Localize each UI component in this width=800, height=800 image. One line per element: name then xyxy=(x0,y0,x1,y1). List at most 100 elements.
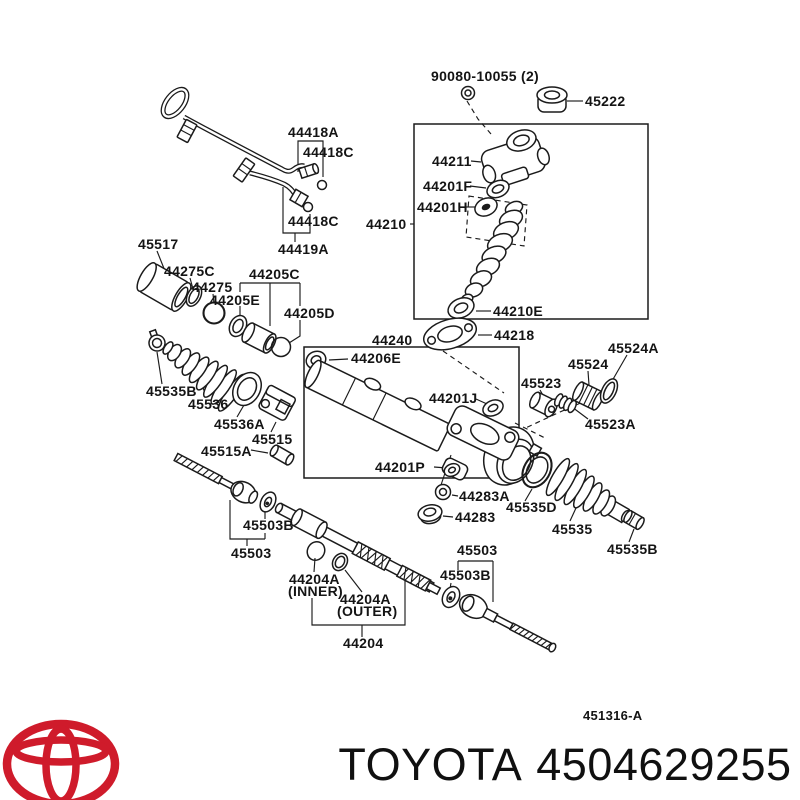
part-label: 44418A xyxy=(288,124,339,140)
return-tube-drawing xyxy=(232,157,314,213)
part-label: 45535B xyxy=(146,383,197,399)
part-label: 45503B xyxy=(243,517,294,533)
part-label: 44418C xyxy=(303,144,354,160)
part-label: 44419A xyxy=(278,241,329,257)
rack-guide-block-icon xyxy=(258,384,297,421)
part-label: 44206E xyxy=(351,350,401,366)
part-label: 45536 xyxy=(188,396,228,412)
part-label: 90080-10055 (2) xyxy=(431,68,539,84)
pinion-tower-drawing xyxy=(441,405,536,486)
part-label: 45523 xyxy=(521,375,561,391)
pressure-feed-tube-drawing xyxy=(160,86,328,191)
part-label: 44275C xyxy=(164,263,215,279)
part-label: 44205D xyxy=(284,305,335,321)
pinion-nut-drawing xyxy=(434,483,452,501)
part-label: 44210E xyxy=(493,303,543,319)
part-label: 44211 xyxy=(432,153,472,169)
spring-cap-cluster-drawing xyxy=(528,378,619,418)
part-label: 45524 xyxy=(568,356,608,372)
brand-part-number-text: TOYOTA 4504629255 xyxy=(338,739,791,790)
part-label: 45503 xyxy=(231,545,271,561)
diagram-code: 451316-A xyxy=(583,708,643,723)
tube-end-fitting-icon xyxy=(288,188,310,208)
part-label: 44205E xyxy=(210,292,260,308)
part-label: 45515 xyxy=(252,431,292,447)
part-labels-layer: 90080-10055 (2) 45222 44211 44201F 44201H 442… xyxy=(138,68,659,651)
valve-bearing-icon xyxy=(474,197,498,217)
tube-oring-icon xyxy=(302,201,314,213)
part-label: 44201F xyxy=(423,178,472,194)
rack-housing-drawing xyxy=(304,350,536,486)
part-label: 44210 xyxy=(366,216,406,232)
valve-oil-seal-icon xyxy=(447,296,475,320)
part-label: 45222 xyxy=(585,93,625,109)
part-label: 44418C xyxy=(288,213,339,229)
rack-bar-drawing xyxy=(274,502,442,596)
guide-spring-icon xyxy=(553,393,577,414)
part-label: 44240 xyxy=(372,332,412,348)
part-label: 45535 xyxy=(552,521,592,537)
seal-ring-icon xyxy=(185,285,203,307)
oring-inner-drawing xyxy=(306,540,326,562)
left-tie-rod-drawing xyxy=(173,452,259,504)
part-label: 45503B xyxy=(440,567,491,583)
rack-housing-outline-box xyxy=(303,346,520,479)
tube-fitting-icon xyxy=(232,157,256,183)
part-number: 4504629255 xyxy=(536,739,791,790)
right-boot-group-drawing xyxy=(521,442,645,531)
part-label: 44205C xyxy=(249,266,300,282)
seal-parts-row-drawing xyxy=(136,262,292,358)
valve-seal-ring-icon xyxy=(486,179,510,199)
guide-spacer-icon xyxy=(269,444,295,466)
lock-nut-drawing xyxy=(460,85,476,101)
claw-washer-icon xyxy=(259,491,277,513)
valve-cap-drawing xyxy=(536,86,568,113)
part-label: 45515A xyxy=(201,443,252,459)
dust-cover-drawing xyxy=(417,504,443,525)
brand-name: TOYOTA xyxy=(338,739,522,790)
part-label: 45535B xyxy=(607,541,658,557)
part-label: 45503 xyxy=(457,542,497,558)
part-label: 45523A xyxy=(585,416,636,432)
part-label: 45517 xyxy=(138,236,178,252)
cap-lock-ring-icon xyxy=(599,378,619,404)
part-label: 45535D xyxy=(506,499,557,515)
housing-ring-icon xyxy=(482,399,504,417)
part-label: 44283A xyxy=(459,488,510,504)
part-label: 44201H xyxy=(417,199,468,215)
part-label: (OUTER) xyxy=(337,603,397,619)
oring-icon xyxy=(270,336,292,358)
part-label: 44204A xyxy=(289,571,340,587)
boot-clamp-icon xyxy=(521,442,553,489)
oring-outer-drawing xyxy=(331,552,349,572)
toyota-logo xyxy=(2,719,120,800)
part-label: 44204A xyxy=(340,591,391,607)
claw-washer-icon xyxy=(441,585,461,609)
boot-clip-icon xyxy=(623,509,645,531)
control-valve-assembly-drawing xyxy=(447,129,550,320)
part-label: 44275 xyxy=(192,279,232,295)
part-label: 44218 xyxy=(494,327,534,343)
part-label: 44204 xyxy=(343,635,383,651)
tube-fitting-icon xyxy=(176,118,198,144)
left-boot-group-drawing xyxy=(148,328,297,466)
tube-oring-icon xyxy=(316,179,328,191)
pinion-bushing-icon xyxy=(443,462,461,478)
right-tie-rod-drawing xyxy=(458,593,557,653)
boot-end-ring-icon xyxy=(231,371,263,407)
boot-clamp-icon xyxy=(148,328,166,352)
part-label: 44283 xyxy=(455,509,495,525)
gasket-drawing xyxy=(422,317,478,351)
part-label: 45536A xyxy=(214,416,265,432)
cylinder-end-cap-icon xyxy=(136,262,192,312)
part-label: (INNER) xyxy=(288,583,343,599)
leader-lines xyxy=(156,100,635,637)
spring-cap-plug-icon xyxy=(571,381,605,411)
steering-boot-icon xyxy=(545,457,631,524)
valve-assembly-outline-box xyxy=(413,123,649,320)
snap-ring-icon xyxy=(202,301,226,325)
part-label: 44201J xyxy=(429,390,478,406)
tube-end-fitting-icon xyxy=(297,162,320,180)
